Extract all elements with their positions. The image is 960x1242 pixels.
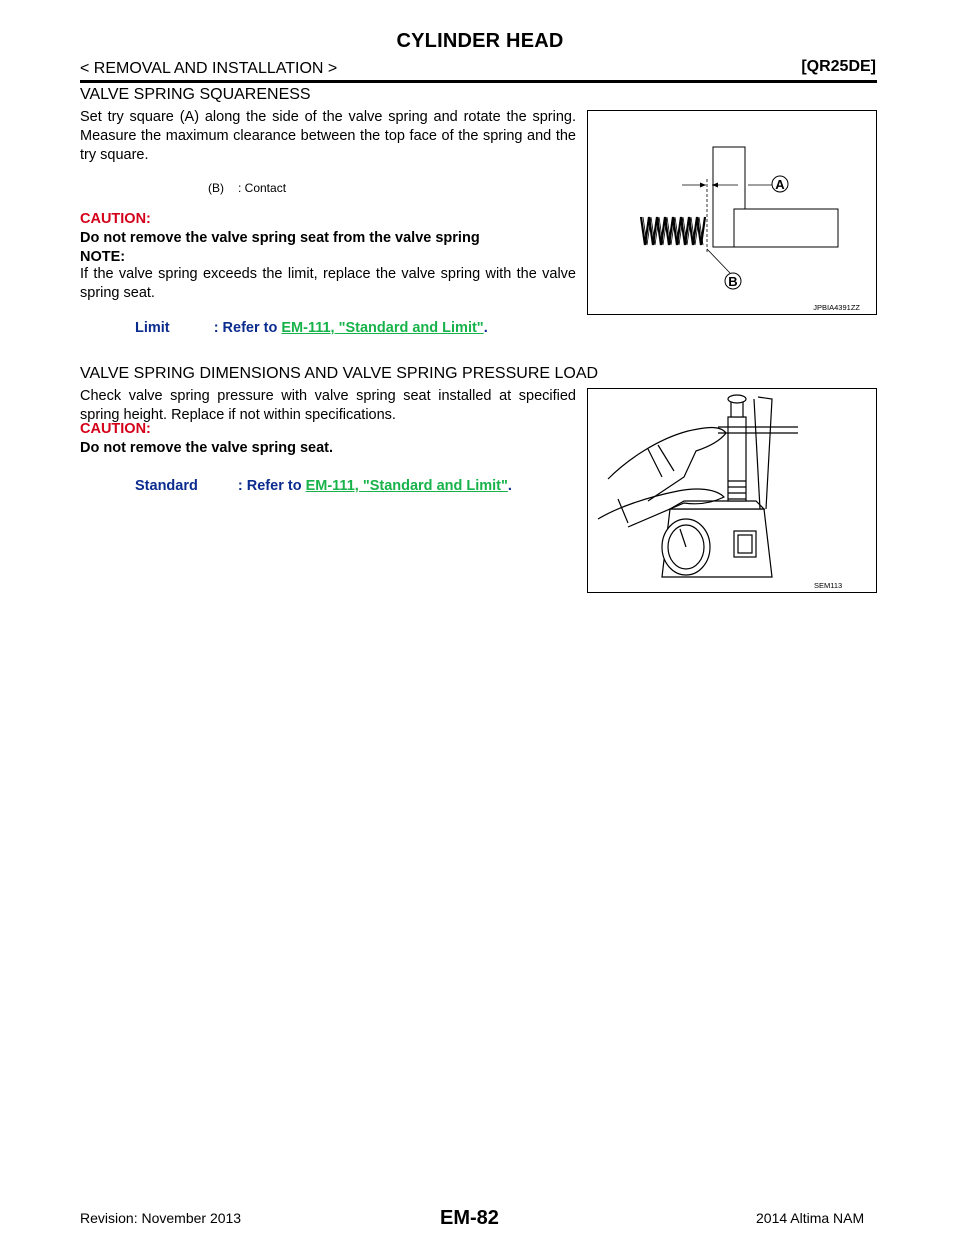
squareness-caution-text: Do not remove the valve spring seat from… (80, 230, 480, 246)
squareness-figure: A B JPBIA4391ZZ (587, 110, 877, 315)
dimensions-heading: VALVE SPRING DIMENSIONS AND VALVE SPRING… (80, 365, 599, 382)
squareness-note-label: NOTE: (80, 249, 126, 265)
standard-suffix: . (507, 478, 512, 494)
standard-prefix: : Refer to (237, 478, 302, 494)
page-number: EM-82 (440, 1207, 499, 1229)
legend-b-key: (B) (208, 181, 224, 195)
page-title: CYLINDER HEAD (396, 30, 564, 52)
standard-reference: Standard : Refer to EM-111, "Standard an… (135, 478, 512, 494)
figure-label-b: B (728, 274, 737, 289)
squareness-note-text: If the valve spring exceeds the limit, r… (80, 266, 576, 301)
squareness-caution-label: CAUTION: (80, 211, 151, 227)
footer-revision: Revision: November 2013 (80, 1210, 242, 1226)
pressure-tester-figure: SEM113 (587, 388, 877, 593)
limit-suffix: . (483, 320, 488, 336)
figure-code-2: SEM113 (814, 581, 842, 590)
limit-prefix: : Refer to (213, 320, 278, 336)
section-breadcrumb: < REMOVAL AND INSTALLATION > (80, 60, 338, 77)
figure-label-a: A (775, 177, 785, 192)
figure-code-1: JPBIA4391ZZ (813, 303, 860, 312)
standard-link[interactable]: EM-111, "Standard and Limit" (305, 478, 508, 494)
limit-reference: Limit : Refer to EM-111, "Standard and L… (135, 320, 488, 336)
dimensions-caution-label: CAUTION: (80, 421, 151, 437)
legend-b-value: : Contact (238, 181, 287, 195)
dimensions-body: Check valve spring pressure with valve s… (80, 388, 576, 423)
spring-tester-illustration: SEM113 (597, 394, 842, 590)
standard-label: Standard (135, 478, 198, 494)
try-square-diagram: A B JPBIA4391ZZ (639, 146, 860, 312)
dimensions-caution-text: Do not remove the valve spring seat. (80, 440, 334, 456)
footer-model: 2014 Altima NAM (756, 1210, 865, 1226)
engine-code: [QR25DE] (801, 58, 876, 75)
valve-spring (639, 216, 707, 246)
try-square-base (733, 208, 839, 248)
limit-link[interactable]: EM-111, "Standard and Limit" (281, 320, 484, 336)
squareness-heading: VALVE SPRING SQUARENESS (80, 86, 311, 103)
limit-label: Limit (135, 320, 170, 336)
squareness-body: Set try square (A) along the side of the… (80, 109, 576, 163)
header-divider (80, 80, 877, 83)
